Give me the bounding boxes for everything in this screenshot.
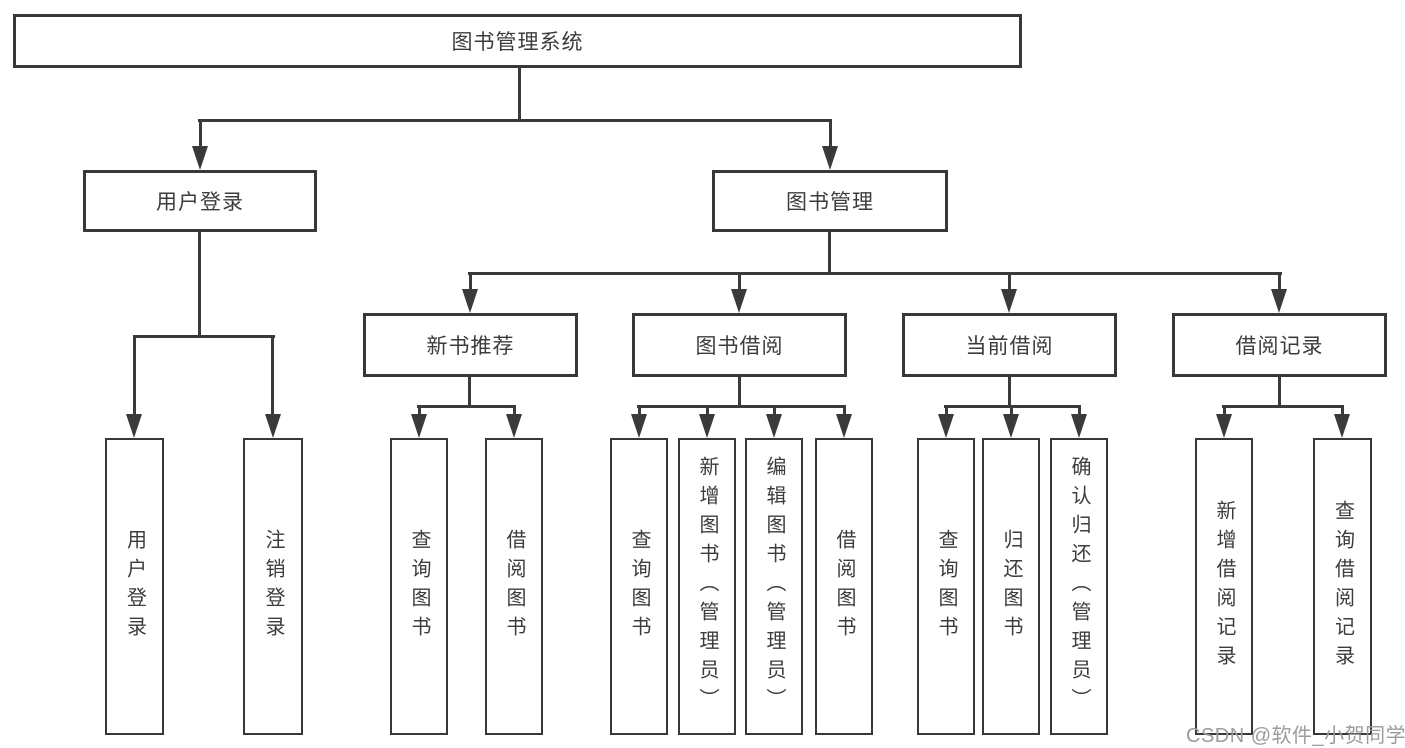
node-new-book-recommendation: 新书推荐 (363, 313, 578, 377)
connector-arrow-shaft (945, 405, 948, 416)
arrow-down-icon (1001, 289, 1017, 313)
leaf-query-books-current: 查询图书 (917, 438, 975, 735)
arrow-down-icon (766, 414, 782, 438)
connector-new-book-branch-line (417, 405, 516, 408)
connector-arrow-borrowing-records-shaft (1278, 272, 1281, 291)
watermark-csdn: CSDN @软件_小贺同学 (1186, 725, 1405, 747)
connector-book-borrowing-stem (738, 377, 741, 405)
arrow-down-icon (631, 414, 647, 438)
connector-arrow-current-borrowing-shaft (1008, 272, 1011, 291)
connector-book-management-stem (828, 232, 831, 272)
connector-arrow-user-login-shaft (199, 119, 202, 148)
connector-arrow-shaft (843, 405, 846, 416)
leaf-query-borrow-record: 查询借阅记录 (1313, 438, 1372, 735)
node-user-login: 用户登录 (83, 170, 317, 232)
connector-arrow-new-book-shaft (469, 272, 472, 291)
leaf-user-login: 用户登录 (105, 438, 164, 735)
arrow-down-icon (1071, 414, 1087, 438)
connector-arrow-book-borrowing-shaft (738, 272, 741, 291)
connector-arrow-leaf-logout-shaft (271, 335, 274, 416)
arrow-down-icon (506, 414, 522, 438)
arrow-down-icon (126, 414, 142, 438)
arrow-down-icon (822, 146, 838, 170)
connector-user-login-branch-line (133, 335, 275, 338)
connector-arrow-shaft (1341, 405, 1344, 416)
leaf-query-books-borrowing: 查询图书 (610, 438, 668, 735)
leaf-edit-book-admin: 编辑图书（管理员） (745, 438, 803, 735)
connector-root-branch-line (198, 119, 831, 122)
arrow-down-icon (1271, 289, 1287, 313)
connector-root-stem (518, 68, 521, 119)
leaf-query-books-recommend: 查询图书 (390, 438, 448, 735)
node-borrowing-records: 借阅记录 (1172, 313, 1387, 377)
connector-arrow-shaft (1223, 405, 1226, 416)
arrow-down-icon (699, 414, 715, 438)
connector-arrow-shaft (1010, 405, 1013, 416)
arrow-down-icon (731, 289, 747, 313)
node-book-management: 图书管理 (712, 170, 948, 232)
leaf-return-books: 归还图书 (982, 438, 1040, 735)
node-book-borrowing: 图书借阅 (632, 313, 847, 377)
leaf-borrow-books-recommend: 借阅图书 (485, 438, 543, 735)
connector-arrow-shaft (638, 405, 641, 416)
node-library-management-system: 图书管理系统 (13, 14, 1022, 68)
arrow-down-icon (836, 414, 852, 438)
connector-book-management-branch-line (468, 272, 1282, 275)
arrow-down-icon (1216, 414, 1232, 438)
leaf-add-borrow-record: 新增借阅记录 (1195, 438, 1253, 735)
connector-book-borrowing-branch-line (637, 405, 846, 408)
connector-current-borrowing-stem (1008, 377, 1011, 405)
connector-arrow-shaft (513, 405, 516, 416)
arrow-down-icon (1003, 414, 1019, 438)
leaf-borrow-books: 借阅图书 (815, 438, 873, 735)
connector-new-book-stem (468, 377, 471, 405)
connector-user-login-stem (198, 232, 201, 335)
node-current-borrowing: 当前借阅 (902, 313, 1117, 377)
arrow-down-icon (938, 414, 954, 438)
arrow-down-icon (192, 146, 208, 170)
leaf-add-book-admin: 新增图书（管理员） (678, 438, 736, 735)
arrow-down-icon (411, 414, 427, 438)
arrow-down-icon (1334, 414, 1350, 438)
connector-arrow-shaft (773, 405, 776, 416)
arrow-down-icon (265, 414, 281, 438)
connector-arrow-leaf-user-login-shaft (133, 335, 136, 416)
leaf-confirm-return-admin: 确认归还（管理员） (1050, 438, 1108, 735)
connector-arrow-book-management-shaft (829, 119, 832, 148)
connector-borrowing-records-stem (1278, 377, 1281, 405)
connector-arrow-shaft (418, 405, 421, 416)
connector-arrow-shaft (1078, 405, 1081, 416)
connector-arrow-shaft (706, 405, 709, 416)
arrow-down-icon (462, 289, 478, 313)
connector-borrowing-records-branch-line (1222, 405, 1344, 408)
leaf-logout: 注销登录 (243, 438, 303, 735)
